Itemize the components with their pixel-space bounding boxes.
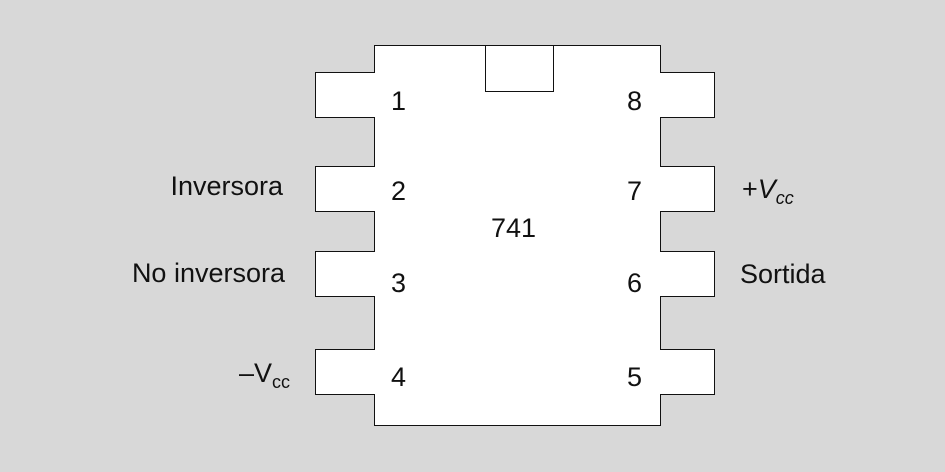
pin-1-lead [315, 72, 375, 118]
pin-8-number: 8 [627, 86, 643, 116]
pin-4-label-main: –V [238, 358, 272, 388]
pin-2-label: Inversora [170, 171, 283, 201]
pin-5-number: 5 [627, 362, 643, 392]
pin-4-number: 4 [391, 362, 407, 392]
pin-2-lead [315, 166, 375, 212]
pin-3-lead [315, 251, 375, 297]
pin-7-number: 7 [627, 176, 643, 206]
pin-3-number: 3 [391, 268, 407, 298]
chip-name: 741 [491, 213, 537, 243]
pin-4-label: –Vcc [238, 358, 290, 392]
pin-4-label-subscript: cc [272, 372, 290, 392]
pin-8-lead [660, 72, 715, 118]
pin-3-label: No inversora [131, 258, 285, 288]
pin-7-lead [660, 166, 715, 212]
chip-body [374, 45, 661, 426]
pin-7-label-sign: + [742, 174, 758, 204]
pin-4-lead [315, 349, 375, 395]
pin-7-label: +Vcc [742, 174, 794, 208]
pin-5-lead [660, 349, 715, 395]
pin-7-label-subscript: cc [775, 188, 794, 208]
pin-6-label: Sortida [740, 259, 826, 289]
pin-2-number: 2 [391, 176, 407, 206]
pin-6-lead [660, 251, 715, 297]
pin-1-number: 1 [391, 86, 407, 116]
pin-7-label-main: V [757, 174, 776, 204]
pin-6-number: 6 [627, 268, 643, 298]
chip-notch [485, 45, 554, 92]
